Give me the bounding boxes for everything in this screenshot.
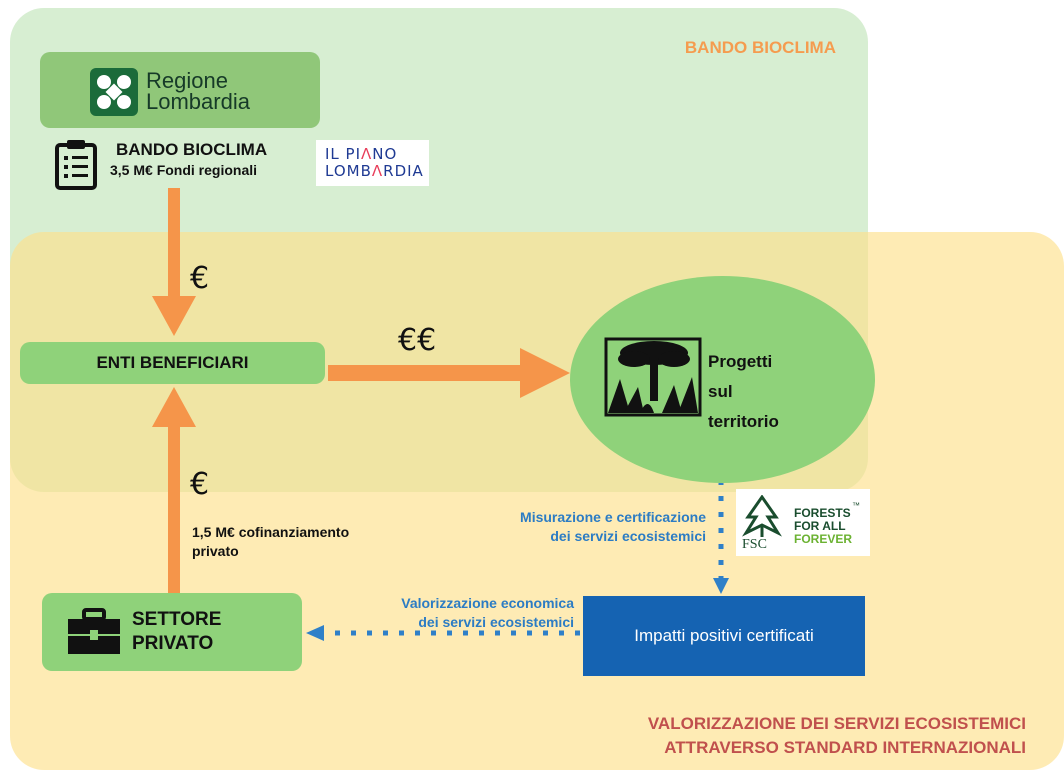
fsc-trademark: ™: [852, 501, 860, 510]
progetti-label-line2: sul: [708, 382, 733, 401]
piano-logo-text-1a: IL PI: [325, 145, 362, 163]
enti-beneficiari-box: ENTI BENEFICIARI: [20, 342, 325, 384]
cofin-line1: 1,5 M€ cofinanziamento: [192, 524, 350, 540]
impatti-label: Impatti positivi certificati: [634, 626, 814, 645]
valorizzazione-title-line1: VALORIZZAZIONE DEI SERVIZI ECOSISTEMICI: [647, 714, 1026, 733]
piano-logo-line1: IL PIΛNO: [325, 146, 429, 163]
clipboard-icon: [55, 140, 97, 190]
euro-top: €: [190, 261, 210, 296]
misurazione-line1: Misurazione e certificazione: [520, 509, 706, 525]
settore-label: SETTORE PRIVATO: [132, 608, 221, 656]
valorizzazione-title-line2: ATTRAVERSO STANDARD INTERNAZIONALI: [664, 738, 1026, 757]
fsc-logo: FSC FORESTS ™ FOR ALL FOREVER: [736, 489, 870, 556]
progetti-label-line3: territorio: [708, 412, 779, 431]
progetti-label-line1: Progetti: [708, 352, 773, 371]
bando-title: BANDO BIOCLIMA: [116, 140, 268, 159]
euro-bottom: €: [190, 467, 210, 502]
bando-funds: 3,5 M€ Fondi regionali: [110, 162, 258, 178]
piano-logo-text-2c: RDIA: [383, 162, 424, 180]
piano-logo-line2: LOMBΛRDIA: [325, 163, 429, 180]
settore-line1: SETTORE: [132, 609, 222, 630]
impatti-positivi-box: Impatti positivi certificati: [583, 596, 865, 676]
piano-logo-text-1c: NO: [372, 145, 398, 163]
cofin-line2: privato: [192, 543, 239, 559]
arrow-enti-to-progetti: [328, 348, 570, 398]
fsc-line1: FORESTS: [794, 506, 851, 520]
piano-logo-text-2a: LOMB: [325, 162, 372, 180]
arrow-bando-to-enti: [152, 188, 196, 336]
progetti-ellipse: [570, 276, 875, 483]
regione-logo-line2: Lombardia: [146, 89, 250, 114]
misurazione-line2: dei servizi ecosistemici: [550, 528, 706, 544]
fsc-line2: FOR ALL: [794, 519, 846, 533]
euro-double: €€: [398, 323, 437, 358]
regione-lombardia-logo-icon: [90, 68, 138, 116]
regione-lombardia-logo-box: Regione Lombardia: [40, 52, 320, 128]
dotted-arrowhead-down: [713, 578, 729, 594]
piano-logo-mark-2: Λ: [371, 162, 384, 180]
settore-privato-box: SETTORE PRIVATO: [42, 593, 302, 671]
piano-logo-mark-1: Λ: [361, 145, 373, 163]
settore-line2: PRIVATO: [132, 633, 214, 654]
fsc-text: FSC: [742, 537, 767, 552]
arrow-settore-to-enti: [152, 387, 196, 595]
fsc-line3: FOREVER: [794, 532, 853, 546]
valorizzazione-line2: dei servizi ecosistemici: [418, 614, 574, 630]
valorizzazione-line1: Valorizzazione economica: [401, 595, 574, 611]
bando-region-title: BANDO BIOCLIMA: [684, 38, 836, 57]
briefcase-icon: [68, 608, 120, 654]
forest-icon: [604, 337, 702, 417]
regione-logo-line1: Regione: [146, 68, 228, 93]
valorizzazione-region: [10, 232, 1064, 770]
enti-beneficiari-label: ENTI BENEFICIARI: [96, 353, 249, 372]
fsc-tree-icon: [742, 495, 782, 537]
il-piano-lombardia-logo: IL PIΛNO LOMBΛRDIA: [316, 140, 429, 186]
dotted-arrowhead-left: [306, 625, 324, 641]
